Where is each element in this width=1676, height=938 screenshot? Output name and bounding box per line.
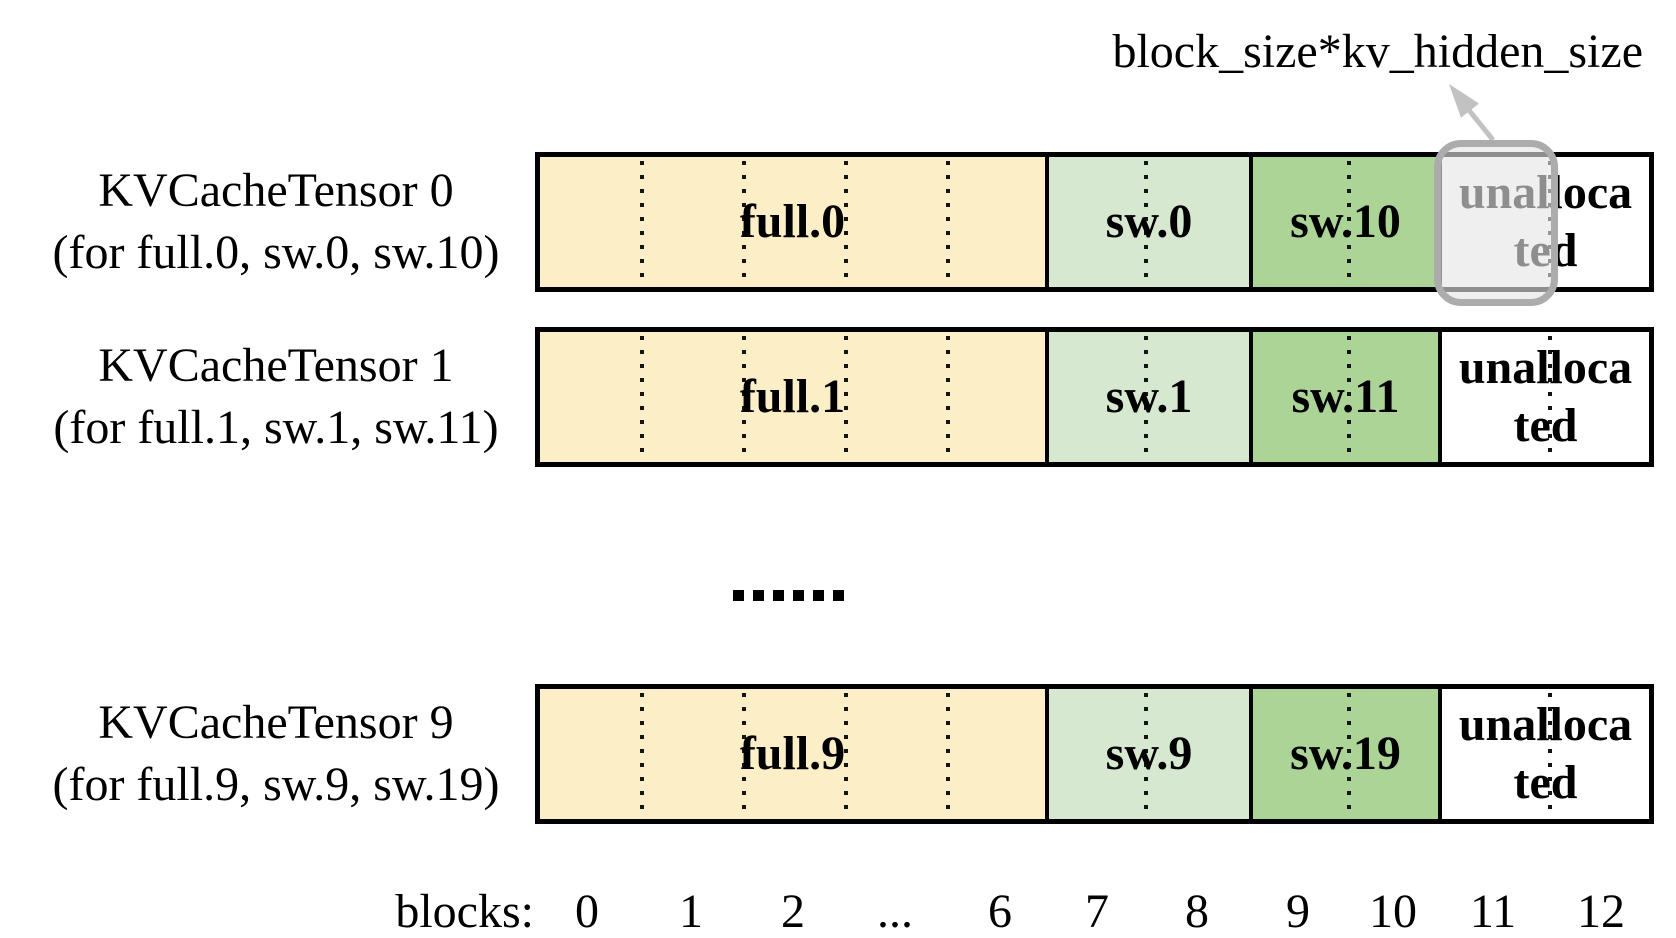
segment-full-1: full.1 (540, 332, 1045, 462)
block-divider (946, 336, 950, 458)
axis-tick-ellipsis: ... (877, 885, 913, 938)
segment-full-0: full.0 (540, 157, 1045, 287)
block-divider (1144, 336, 1148, 458)
tensor-bar-9: full.9 sw.9 sw.19 unalloca ted (535, 684, 1654, 824)
block-divider (1347, 336, 1351, 458)
block-divider (946, 693, 950, 815)
row-label-tensor-9: KVCacheTensor 9 (for full.9, sw.9, sw.19… (28, 692, 524, 816)
block-divider (1347, 161, 1351, 283)
row-subtitle: (for full.0, sw.0, sw.10) (52, 226, 500, 279)
ellipsis-dot (813, 590, 824, 601)
highlighted-block-box (1434, 140, 1558, 306)
ellipsis-dot (833, 590, 844, 601)
arrow-icon (1449, 84, 1495, 142)
block-size-annotation: block_size*kv_hidden_size (1112, 25, 1643, 78)
ellipsis-dot (793, 590, 804, 601)
segment-unallocated: unalloca ted (1438, 689, 1649, 819)
block-divider (844, 693, 848, 815)
axis-tick-12: 12 (1577, 885, 1625, 938)
segment-sw-11: sw.11 (1249, 332, 1438, 462)
blocks-axis-label: blocks: (395, 885, 534, 938)
axis-tick-8: 8 (1185, 885, 1209, 938)
row-label-tensor-0: KVCacheTensor 0 (for full.0, sw.0, sw.10… (28, 160, 524, 284)
block-divider (640, 161, 644, 283)
block-divider (1144, 693, 1148, 815)
axis-tick-2: 2 (781, 885, 805, 938)
segment-sw-10: sw.10 (1249, 157, 1438, 287)
row-title: KVCacheTensor 1 (98, 339, 454, 392)
segment-sw-19: sw.19 (1249, 689, 1438, 819)
block-divider (742, 161, 746, 283)
ellipsis-dot (753, 590, 764, 601)
block-divider (1347, 693, 1351, 815)
block-divider (742, 336, 746, 458)
row-title: KVCacheTensor 9 (98, 696, 454, 749)
row-label-tensor-1: KVCacheTensor 1 (for full.1, sw.1, sw.11… (28, 335, 524, 459)
row-subtitle: (for full.9, sw.9, sw.19) (52, 758, 500, 811)
axis-tick-7: 7 (1085, 885, 1109, 938)
block-divider (1144, 161, 1148, 283)
row-subtitle: (for full.1, sw.1, sw.11) (53, 401, 499, 454)
block-divider (1548, 693, 1552, 815)
block-divider (844, 161, 848, 283)
segment-full-9: full.9 (540, 689, 1045, 819)
row-title: KVCacheTensor 0 (98, 164, 454, 217)
block-divider (1548, 336, 1552, 458)
block-divider (946, 161, 950, 283)
block-divider (640, 693, 644, 815)
block-divider (844, 336, 848, 458)
ellipsis-dot (733, 590, 744, 601)
axis-tick-1: 1 (679, 885, 703, 938)
block-divider (742, 693, 746, 815)
axis-tick-9: 9 (1286, 885, 1310, 938)
ellipsis-dot (773, 590, 784, 601)
segment-unallocated: unalloca ted (1438, 332, 1649, 462)
axis-tick-6: 6 (988, 885, 1012, 938)
axis-tick-0: 0 (575, 885, 599, 938)
axis-tick-11: 11 (1469, 885, 1517, 938)
axis-tick-10: 10 (1369, 885, 1417, 938)
rows-ellipsis: ...... (733, 590, 844, 601)
block-divider (640, 336, 644, 458)
tensor-bar-1: full.1 sw.1 sw.11 unalloca ted (535, 327, 1654, 467)
